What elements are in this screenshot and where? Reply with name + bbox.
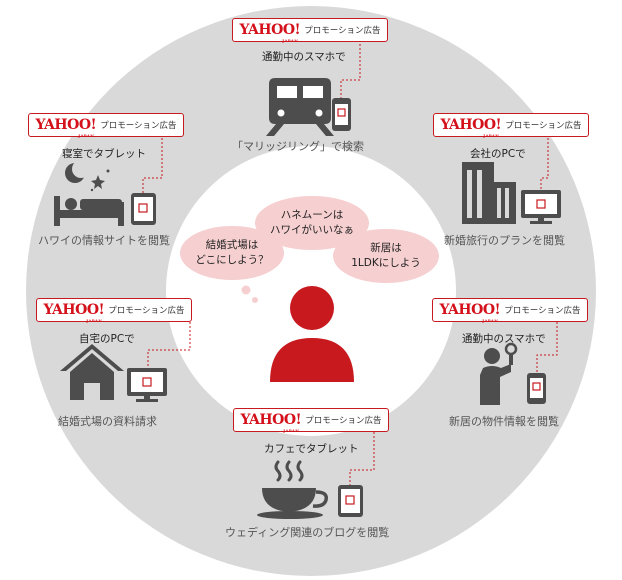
monitor-icon (127, 368, 167, 402)
coffee-cup-icon (257, 488, 329, 519)
yahoo-logo: YAHOO!JAPAN (239, 22, 301, 43)
action-caption: 結婚式場の資料請求 (58, 415, 157, 428)
thought-dot (252, 297, 258, 303)
thought-text-left: 結婚式場はどこにしよう？ (195, 239, 269, 266)
tablet-icon (338, 485, 363, 517)
action-caption: 新婚旅行のプランを閲覧 (444, 234, 565, 247)
context-label: 通勤中のスマホで (462, 333, 546, 345)
monitor-icon (521, 190, 561, 224)
action-caption: 「マリッジリング」で検索 (232, 140, 364, 153)
context-label: カフェでタブレット (264, 443, 359, 455)
thought-bubbles (180, 196, 439, 303)
tablet-icon (131, 193, 156, 225)
dashed-connectors (142, 44, 558, 487)
context-label: 自宅のPCで (79, 333, 135, 345)
ad-label-office: YAHOO!JAPAN プロモーション広告 (433, 113, 589, 138)
action-caption: ウェディング関連のブログを閲覧 (225, 526, 390, 539)
moon-stars-icon (65, 160, 110, 192)
yahoo-logo: YAHOO!JAPAN (35, 117, 97, 138)
smartphone-icon (332, 98, 351, 131)
ad-label-cafe: YAHOO!JAPAN プロモーション広告 (233, 408, 389, 433)
yahoo-logo: YAHOO!JAPAN (440, 117, 502, 138)
yahoo-logo: YAHOO!JAPAN (240, 412, 302, 433)
train-icon (266, 78, 334, 136)
thought-bubble-left (180, 226, 284, 280)
standing-commuter-icon (480, 342, 518, 405)
thought-text-middle: ハネムーンはハワイがいいなぁ (270, 209, 354, 236)
person-icon (270, 286, 354, 382)
smartphone-icon (527, 373, 546, 404)
thought-bubble-middle (255, 196, 369, 250)
steam-icon (274, 460, 304, 482)
action-caption: 新居の物件情報を閲覧 (449, 415, 559, 428)
house-icon (60, 344, 124, 400)
ad-label-bedroom: YAHOO!JAPAN プロモーション広告 (28, 113, 184, 138)
action-caption: ハワイの情報サイトを閲覧 (38, 234, 170, 247)
context-label: 通勤中のスマホで (262, 51, 346, 63)
ad-label-home: YAHOO!JAPAN プロモーション広告 (36, 298, 192, 323)
ad-label-top: YAHOO!JAPAN プロモーション広告 (232, 18, 388, 43)
building-icon (462, 162, 516, 224)
bed-icon (54, 196, 124, 226)
context-label: 寝室でタブレット (62, 148, 146, 160)
yahoo-logo: YAHOO!JAPAN (43, 302, 105, 323)
yahoo-logo: YAHOO!JAPAN (439, 302, 501, 323)
context-label: 会社のPCで (470, 148, 526, 160)
thought-bubble-right (333, 229, 439, 283)
ad-label-commute-right: YAHOO!JAPAN プロモーション広告 (432, 298, 588, 323)
thought-dot (241, 285, 251, 295)
